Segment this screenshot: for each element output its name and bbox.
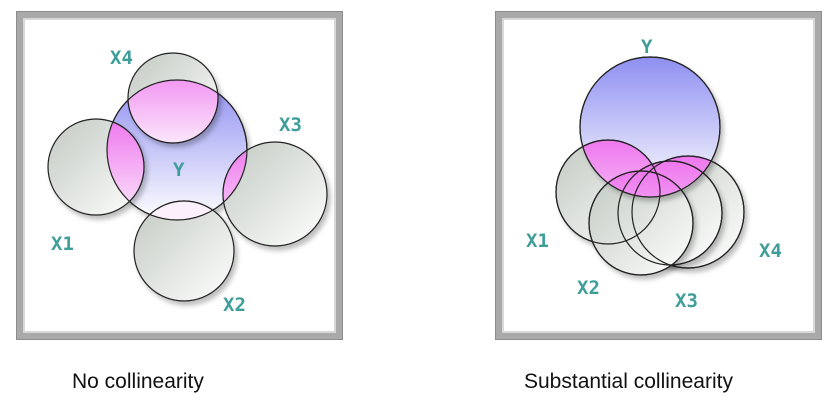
venn-diagram-substantial-collinearity: Y X1 X2 X3 X4 <box>526 36 782 312</box>
caption-substantial-collinearity: Substantial collinearity <box>524 370 733 393</box>
venn-diagram-no-collinearity: Y X4 X3 X1 X2 <box>47 47 328 316</box>
label-x4: X4 <box>759 240 782 262</box>
overlap-y-x3 <box>222 141 247 220</box>
label-x1: X1 <box>526 230 549 252</box>
overlap-y-x2 <box>133 200 235 220</box>
panel-substantial-collinearity: Y X1 X2 X3 X4 <box>496 12 821 339</box>
label-x4: X4 <box>110 47 133 69</box>
label-y: Y <box>641 36 653 58</box>
label-x1: X1 <box>51 233 74 255</box>
label-x2: X2 <box>223 294 246 316</box>
label-x3: X3 <box>675 290 698 312</box>
panel-no-collinearity: Y X4 X3 X1 X2 <box>17 12 342 339</box>
label-x2: X2 <box>577 277 600 299</box>
label-x3: X3 <box>279 114 302 136</box>
label-y: Y <box>173 159 185 181</box>
caption-no-collinearity: No collinearity <box>72 370 204 393</box>
